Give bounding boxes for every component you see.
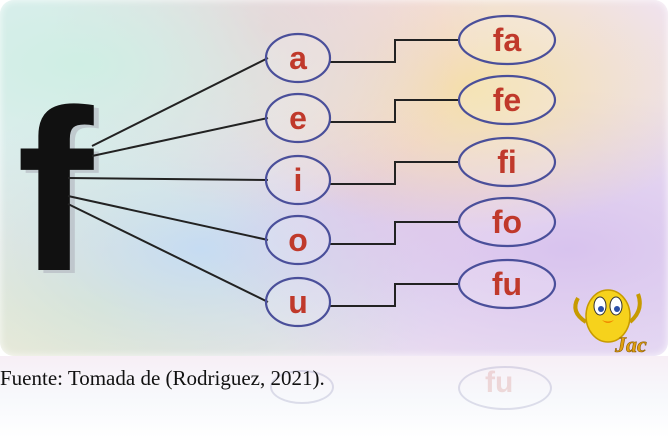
- connector-f-to-o: [67, 195, 269, 241]
- tweety-bird-icon: [573, 289, 642, 343]
- syllable-node-fa: [457, 14, 557, 66]
- root-letter-shadow: f: [22, 65, 100, 322]
- figure-caption: Fuente: Tomada de (Rodriguez, 2021).: [0, 366, 325, 390]
- reflection-oval-right: [458, 366, 552, 410]
- vowel-node-i: [264, 154, 332, 206]
- vowel-label-a: a: [289, 40, 307, 76]
- syllable-label-fi: fi: [497, 144, 517, 180]
- syllable-node-fo: [457, 196, 557, 248]
- connector-f-to-u: [67, 203, 269, 303]
- syllable-diagram: f f a fa e fe i fi o fo u fu Jac: [17, 14, 647, 356]
- vowel-label-o: o: [288, 222, 308, 258]
- connector-f-to-a: [91, 57, 269, 147]
- syllable-node-fi: [457, 136, 557, 188]
- vowel-label-u: u: [288, 284, 308, 320]
- vowel-node-o: [264, 214, 332, 266]
- vowel-label-i: i: [294, 162, 303, 198]
- syllable-label-fo: fo: [492, 204, 522, 240]
- connector-i-to-fi: [330, 161, 459, 185]
- figure-reflection: fu: [0, 356, 668, 438]
- reflection-ghost-text: fu: [485, 366, 514, 399]
- syllable-node-fu: [457, 258, 557, 310]
- syllable-label-fa: fa: [493, 22, 522, 58]
- syllable-nodes: a fa e fe i fi o fo u fu: [264, 14, 557, 328]
- reflection-oval-left: [270, 370, 334, 404]
- vowel-node-e: [264, 92, 332, 144]
- diagram-figure: f f a fa e fe i fi o fo u fu Jac: [0, 0, 668, 356]
- connector-f-to-i: [67, 177, 269, 181]
- syllable-label-fe: fe: [493, 82, 521, 118]
- connector-lines: [67, 39, 459, 307]
- vowel-node-u: [264, 276, 332, 328]
- connector-a-to-fa: [330, 39, 459, 63]
- vowel-label-e: e: [289, 100, 307, 136]
- connector-e-to-fe: [330, 99, 459, 123]
- vowel-node-a: [264, 32, 332, 84]
- watermark-logo: Jac: [614, 332, 647, 356]
- syllable-node-fe: [457, 74, 557, 126]
- connector-u-to-fu: [330, 283, 459, 307]
- connector-o-to-fo: [330, 221, 459, 245]
- connector-f-to-e: [91, 117, 269, 157]
- syllable-label-fu: fu: [492, 266, 522, 302]
- root-letter-f: f f: [17, 62, 100, 322]
- root-letter: f: [17, 62, 95, 319]
